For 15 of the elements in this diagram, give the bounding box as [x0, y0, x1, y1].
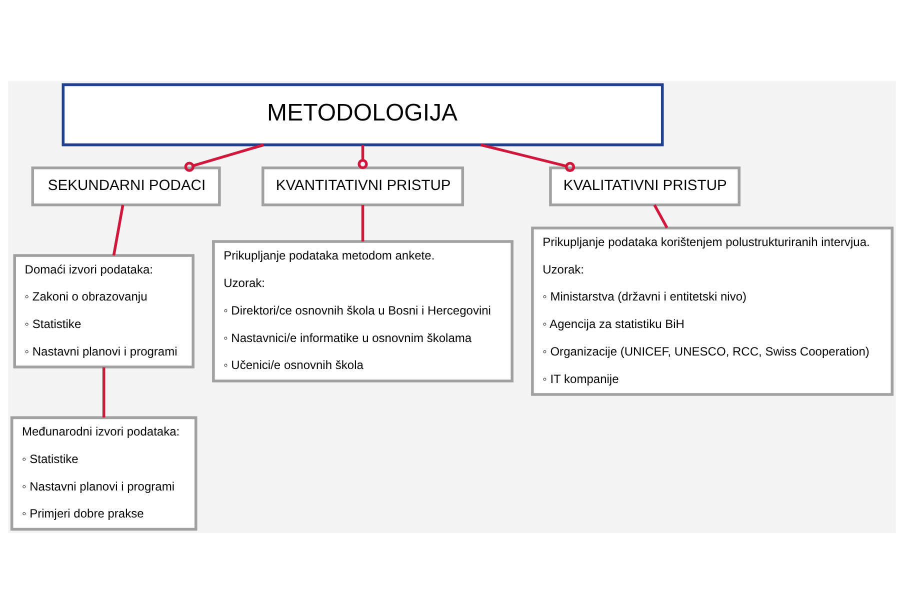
- connector: [358, 144, 368, 169]
- connector: [184, 143, 264, 172]
- connector: [361, 204, 364, 241]
- node-box: SEKUNDARNI PODACI: [31, 166, 221, 206]
- connector: [102, 366, 106, 418]
- node-box: KVANTITATIVNI PRISTUP: [262, 166, 464, 206]
- connector: [480, 143, 576, 172]
- node-box: METODOLOGIJA: [62, 82, 664, 146]
- node-box: Domaći izvori podataka: ◦ Zakoni o obrazovanju ◦ Statistike ◦ Nastavni planovi i programi: [13, 254, 194, 368]
- connector: [112, 204, 124, 256]
- node-box: Međunarodni izvori podataka: ◦ Statistike ◦ Nastavni planovi i programi ◦ Primjeri dobre prakse: [10, 416, 198, 530]
- node-box: Prikupljanje podataka metodom ankete. Uzorak: ◦ Direktori/ce osnovnih škola u Bosni i Hercegovini ◦ Nastavnici/e informatike u osnovnim školama ◦ Učenici/e osnovnih škola: [212, 240, 514, 382]
- node-box: KVALITATIVNI PRISTUP: [549, 166, 741, 206]
- connector: [653, 204, 668, 228]
- node-box: Prikupljanje podataka korištenjem polustrukturiranih intervjua. Uzorak: ◦ Ministarstva (državni i entitetski nivo) ◦ Agencija za statistiku BiH ◦ Organizacije (UNICEF, UNESCO, RCC, Swiss Cooperation) ◦ IT kompanije: [531, 226, 894, 396]
